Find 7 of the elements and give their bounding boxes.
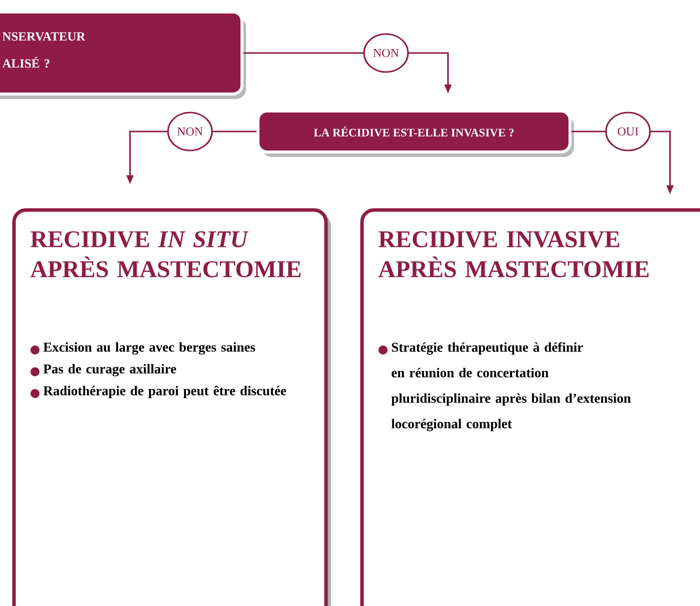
edge-label: NON — [167, 112, 213, 152]
question-box: LA RÉCIDIVE EST-ELLE INVASIVE ? — [256, 110, 574, 157]
edge-label: NON — [363, 33, 409, 73]
edge-label: OUI — [605, 112, 651, 152]
bullet-item: Stratégie thérapeutique à définir en réunion de concertation pluridisciplinaire après bilan d’extension locorégional complet — [378, 342, 631, 432]
card-heading: RECIDIVE INVASIVE APRÈS MASTECTOMIE — [378, 231, 649, 278]
question-box: NSERVATEUR ALISÉ ? — [0, 10, 246, 99]
